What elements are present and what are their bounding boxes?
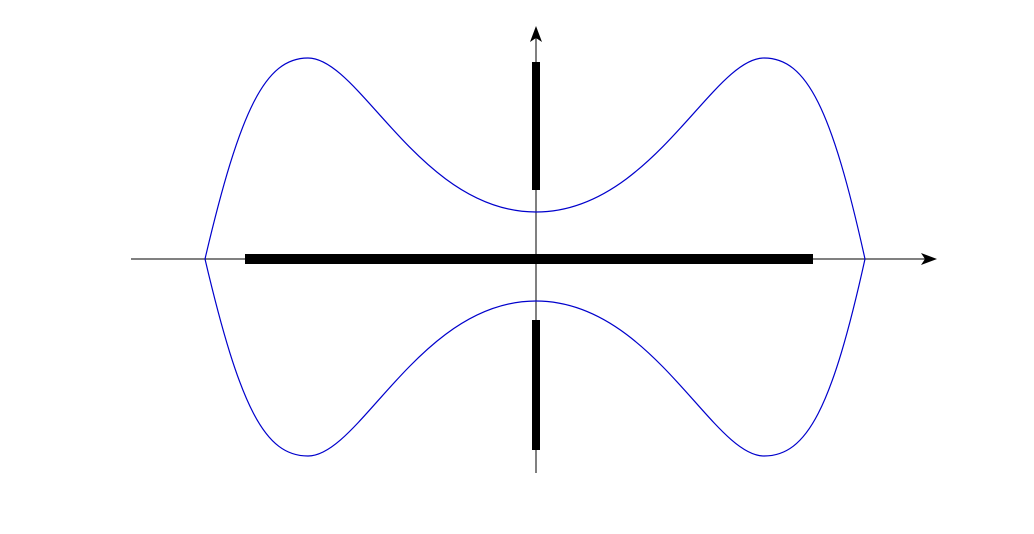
curve-upper-branch	[204, 57, 866, 260]
x-axis-arrowhead	[921, 253, 937, 265]
closed-curves	[204, 57, 866, 457]
curve-lower-branch	[204, 258, 866, 457]
y-axis-arrowhead	[530, 26, 542, 42]
thick-segments	[245, 62, 813, 450]
